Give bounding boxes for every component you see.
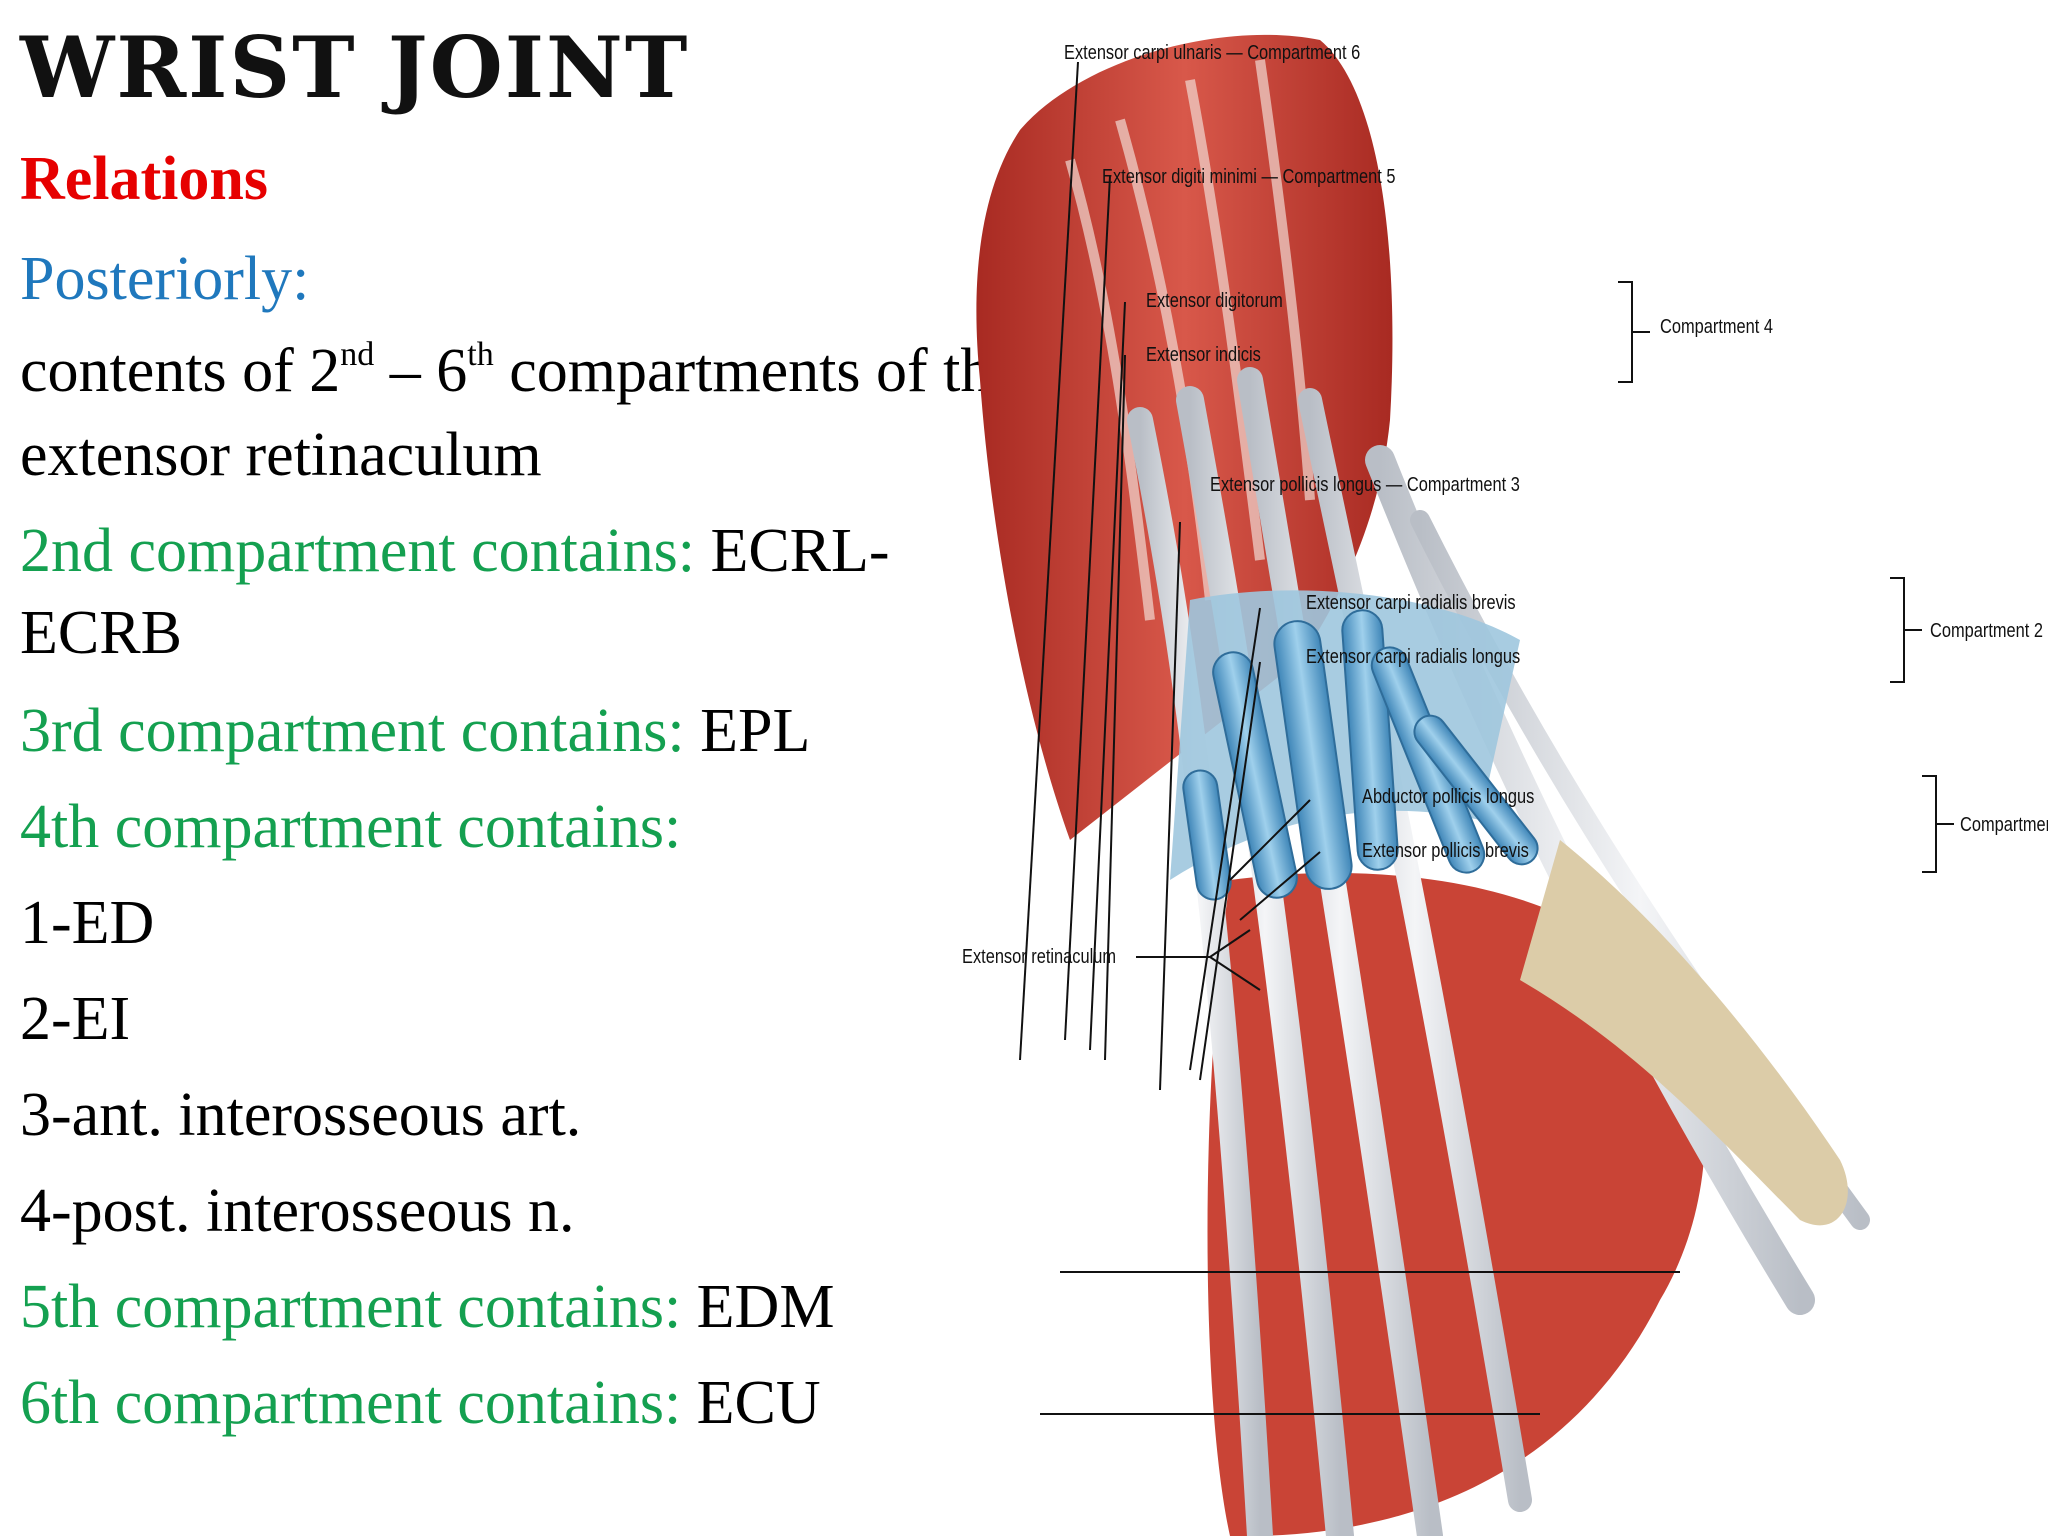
contents-line-1: contents of 2nd – 6th compartments of th… [20, 336, 1019, 405]
compartment-4-item: 4-post. interosseous n. [20, 1177, 575, 1245]
label-compartment-4: Compartment 4 [1660, 316, 1774, 338]
label-extensor-carpi-ulnaris: Extensor carpi ulnaris — Compartment 6 [1064, 42, 1361, 64]
compartment-2-line: 2nd compartment contains: ECRL- [20, 520, 890, 582]
compartment-5-label: 5th compartment contains: [20, 1273, 682, 1341]
label-compartment-2: Compartment 2 [1930, 620, 2044, 642]
compartment-2-label: 2nd compartment contains: [20, 517, 695, 585]
posteriorly-heading: Posteriorly: [20, 245, 310, 313]
label-compartment-1: Compartment 1 [1960, 814, 2048, 836]
compartment-6-label: 6th compartment contains: [20, 1369, 682, 1437]
compartment-5-line: 5th compartment contains: EDM [20, 1276, 834, 1338]
relations-heading: Relations [20, 145, 268, 213]
wrist-illustration [976, 34, 1954, 1536]
thumb [1520, 840, 1848, 1226]
synovial-sheaths [1182, 609, 1539, 901]
compartment-4-item: 3-ant. interosseous art. [20, 1081, 582, 1149]
compartment-5-value: EDM [681, 1273, 835, 1341]
label-extensor-pollicis-brevis: Extensor pollicis brevis [1362, 840, 1529, 862]
compartment-3-value: EPL [684, 697, 811, 765]
compartment-4-item: 1-ED [20, 889, 155, 957]
compartment-6-value: ECU [681, 1369, 821, 1437]
compartment-2-value: ECRL- [694, 517, 890, 585]
label-extensor-indicis: Extensor indicis [1146, 344, 1261, 366]
label-extensor-retinaculum: Extensor retinaculum [962, 946, 1117, 968]
label-extensor-digiti-minimi: Extensor digiti minimi — Compartment 5 [1102, 166, 1396, 188]
wrist-anatomy-figure: Extensor carpi ulnaris — Compartment 6 E… [960, 0, 2048, 1536]
compartment-4-label: 4th compartment contains: [20, 793, 682, 861]
compartment-brackets [1618, 281, 1954, 873]
label-extensor-digitorum: Extensor digitorum [1146, 290, 1283, 312]
label-abductor-pollicis-longus: Abductor pollicis longus [1362, 786, 1535, 808]
leader-lines [1019, 61, 1680, 1415]
compartment-3-line: 3rd compartment contains: EPL [20, 700, 810, 762]
compartment-2-value-cont: ECRB [20, 599, 182, 667]
compartment-6-line: 6th compartment contains: ECU [20, 1372, 821, 1434]
label-extensor-carpi-radialis-brevis: Extensor carpi radialis brevis [1306, 592, 1516, 614]
compartment-3-label: 3rd compartment contains: [20, 697, 685, 765]
contents-line-2: extensor retinaculum [20, 421, 542, 489]
slide-title: WRIST JOINT [20, 18, 690, 117]
label-extensor-pollicis-longus: Extensor pollicis longus — Compartment 3 [1210, 474, 1520, 496]
label-extensor-carpi-radialis-longus: Extensor carpi radialis longus [1306, 646, 1521, 668]
compartment-4-item: 2-EI [20, 985, 131, 1053]
